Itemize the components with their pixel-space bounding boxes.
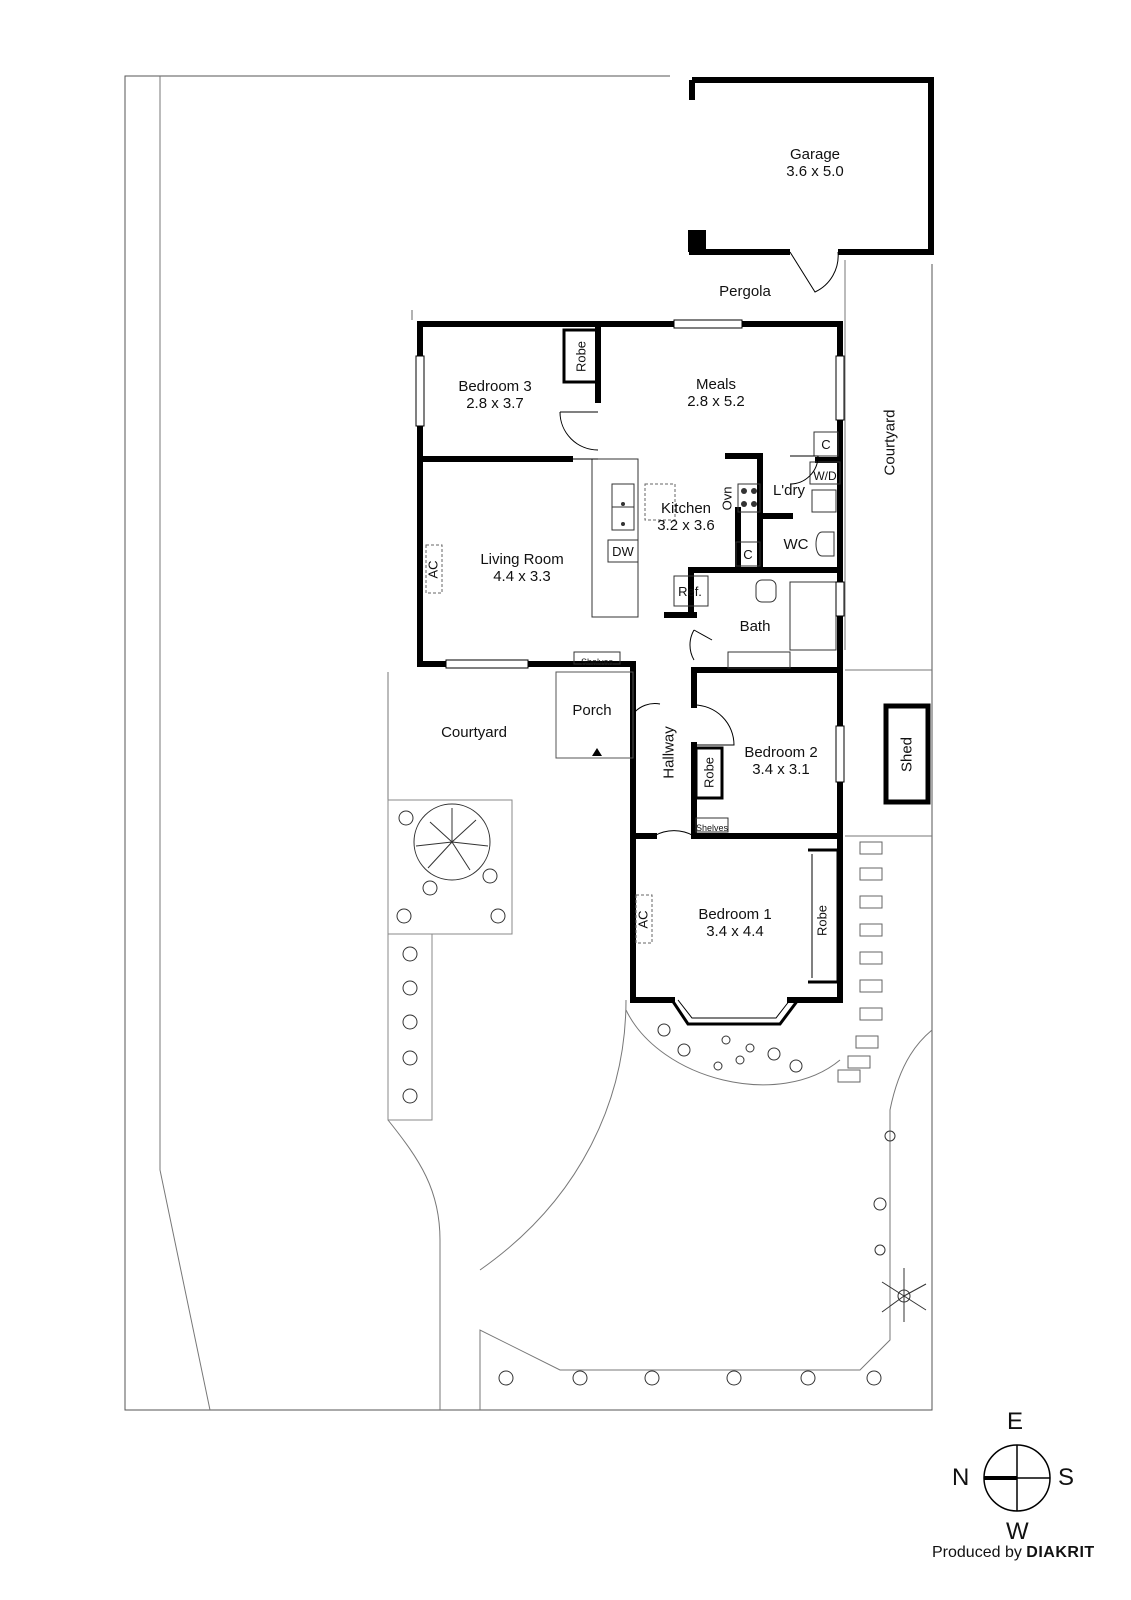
kitchen-cupboard-label: C <box>743 547 753 562</box>
dishwasher-label: DW <box>612 544 634 559</box>
kitchen-label: Kitchen 3.2 x 3.6 <box>636 500 736 534</box>
shower <box>789 581 837 651</box>
garage-door-swing <box>789 251 839 293</box>
courtyard-front-label: Courtyard <box>441 724 507 741</box>
bedroom3-name: Bedroom 3 <box>458 378 532 395</box>
fridge-box <box>673 575 709 607</box>
shed-label: Shed <box>898 736 916 773</box>
hallway-label: Hallway <box>660 726 678 779</box>
credit-prefix: Produced by <box>932 1544 1022 1561</box>
cooktop <box>737 483 761 513</box>
garden-strip <box>387 933 433 1121</box>
producer-credit: Produced by DIAKRIT <box>932 1544 1095 1562</box>
bedroom2-robe-label: Robe <box>701 756 717 789</box>
pergola-label: Pergola <box>719 283 771 300</box>
garage-name: Garage <box>789 146 841 163</box>
meals-cupboard-label: C <box>821 437 831 452</box>
living-ac-label: AC <box>425 560 441 579</box>
lawn-edge <box>479 1029 933 1410</box>
meals-name: Meals <box>695 376 736 393</box>
porch-outline <box>555 671 634 759</box>
windows <box>415 319 845 783</box>
credit-brand: DIAKRIT <box>1026 1544 1095 1561</box>
garage-label: Garage 3.6 x 5.0 <box>760 146 870 180</box>
toilet <box>815 531 835 557</box>
shelves-box-hall <box>695 817 729 833</box>
living-label: Living Room 4.4 x 3.3 <box>462 551 582 585</box>
bedroom1-robe-label: Robe <box>814 904 830 937</box>
stepping-stones <box>837 841 883 1083</box>
compass-east: E <box>1007 1408 1024 1435</box>
garage-dims: 3.6 x 5.0 <box>786 163 844 180</box>
oven-label: Ovn <box>719 486 735 511</box>
compass <box>983 1444 1051 1512</box>
property-boundary <box>124 75 933 1411</box>
wc-label: WC <box>783 536 809 553</box>
shrubs <box>396 810 896 1386</box>
kitchen-cupboard-box <box>735 541 761 567</box>
dishwasher-box <box>607 539 639 563</box>
bedroom1-dims: 3.4 x 4.4 <box>706 923 764 940</box>
living-name: Living Room <box>480 551 564 568</box>
bedroom1-ac-unit <box>635 894 653 944</box>
shed-outline <box>883 703 931 805</box>
bedroom1-name: Bedroom 1 <box>698 906 772 923</box>
bath-toilet <box>755 579 777 603</box>
compass-north: N <box>952 1464 970 1491</box>
laundry-tub <box>811 489 837 513</box>
bedroom2-robe-outline <box>694 746 724 800</box>
living-ac-unit <box>425 544 443 594</box>
living-dims: 4.4 x 3.3 <box>493 568 551 585</box>
side-path-edge <box>159 76 211 1411</box>
bedroom1-ac-label: AC <box>635 910 651 929</box>
bedroom1-label: Bedroom 1 3.4 x 4.4 <box>680 906 790 940</box>
palm <box>881 1268 927 1322</box>
meals-cupboard-box <box>813 431 839 457</box>
kitchen-bench <box>591 458 639 618</box>
bedroom1-robe-outline <box>808 848 840 984</box>
bedroom2-dims: 3.4 x 3.1 <box>752 761 810 778</box>
garage-walls <box>688 77 934 255</box>
kitchen-dims: 3.2 x 3.6 <box>657 517 715 534</box>
bath-vanity <box>727 651 791 669</box>
meals-label: Meals 2.8 x 5.2 <box>666 376 766 410</box>
door-swings <box>559 411 819 837</box>
living-shelves-label: Shelves <box>580 657 614 667</box>
hall-shelves-label: Shelves <box>695 823 729 833</box>
meals-dims: 2.8 x 5.2 <box>687 393 745 410</box>
bedroom3-dims: 2.8 x 3.7 <box>466 395 524 412</box>
rangehood-dashed <box>644 483 676 521</box>
compass-south: S <box>1058 1464 1075 1491</box>
washer-dryer-label: W/D <box>813 469 837 483</box>
bedroom3-robe-outline <box>562 328 600 384</box>
bedroom3-label: Bedroom 3 2.8 x 3.7 <box>440 378 550 412</box>
kitchen-name: Kitchen <box>660 500 712 517</box>
bay-window <box>670 999 800 1026</box>
compass-west: W <box>1006 1518 1029 1545</box>
bay-garden-arc <box>625 1009 841 1086</box>
washer-box <box>809 461 841 485</box>
bath-label: Bath <box>739 618 771 635</box>
bedroom2-name: Bedroom 2 <box>744 744 818 761</box>
bedroom2-label: Bedroom 2 3.4 x 3.1 <box>726 744 836 778</box>
garden-bed <box>387 799 513 935</box>
bedroom3-robe-label: Robe <box>573 340 589 373</box>
driveway-edge <box>387 1119 441 1410</box>
courtyard-side-label: Courtyard <box>881 409 899 476</box>
tree <box>413 803 491 881</box>
front-garden-curve <box>479 999 627 1271</box>
shelves-box-living <box>573 651 621 665</box>
fridge-label: Ref. <box>678 584 702 599</box>
entry-arrow <box>592 748 602 756</box>
laundry-label: L'dry <box>772 482 806 499</box>
porch-label: Porch <box>572 702 612 719</box>
